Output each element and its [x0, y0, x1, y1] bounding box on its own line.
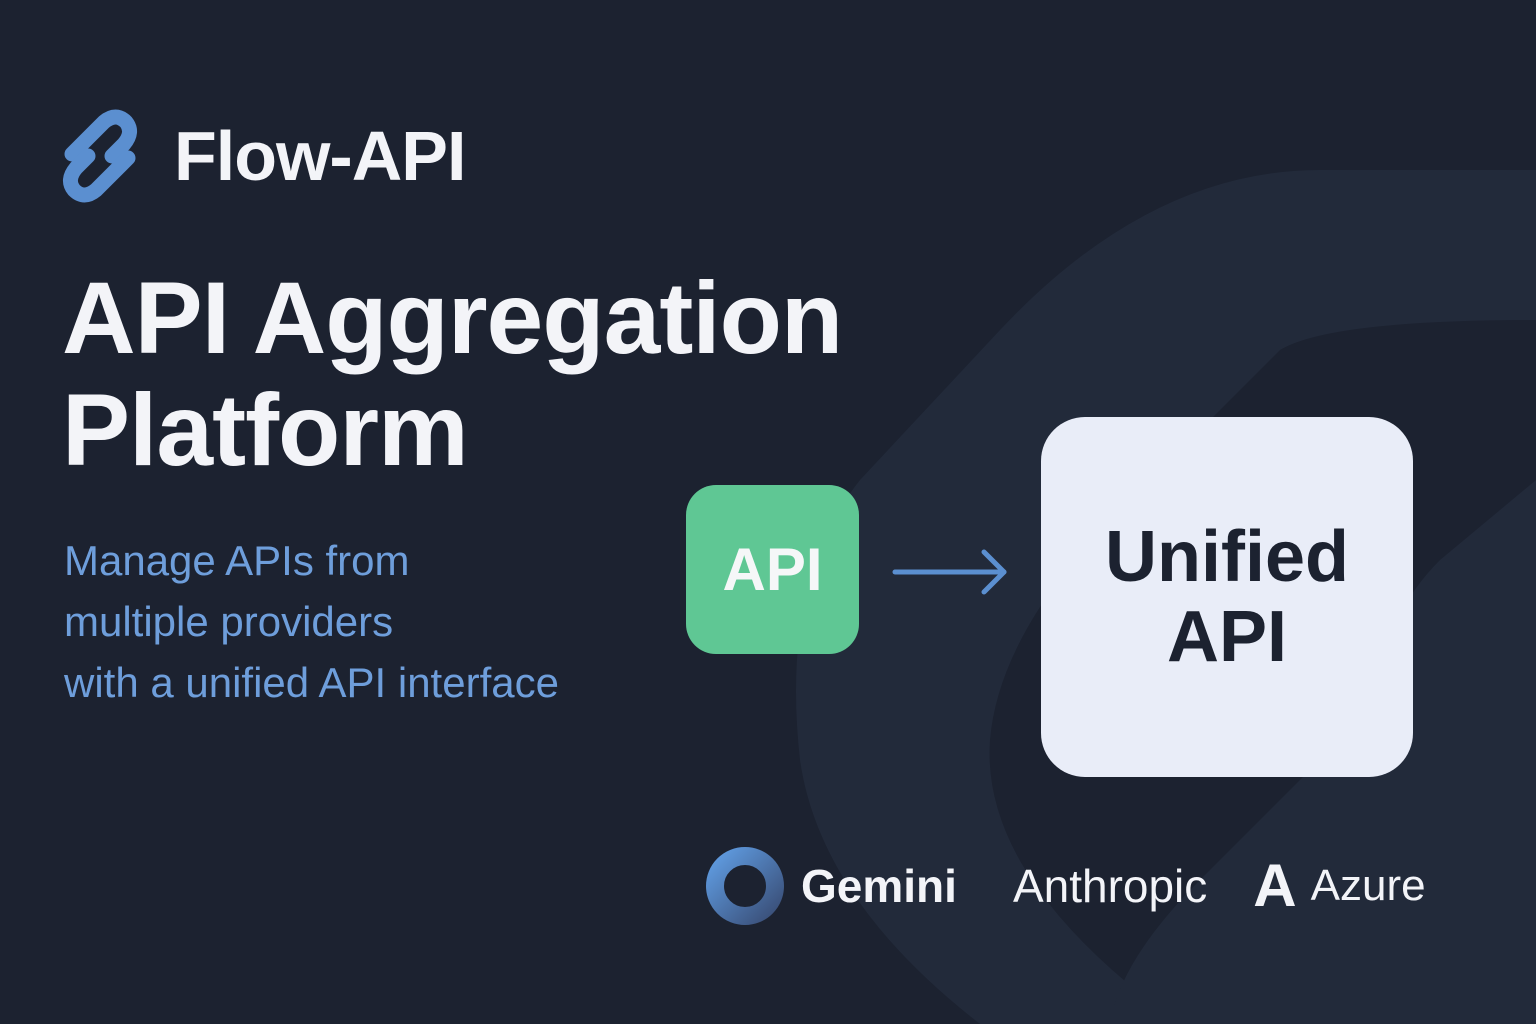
- unified-label-line-1: Unified: [1105, 517, 1349, 597]
- brand-name: Flow-API: [174, 117, 466, 195]
- subtitle-line-3: with a unified API interface: [64, 659, 559, 706]
- chain-link-icon: [63, 109, 137, 203]
- provider-name: Anthropic: [1012, 860, 1208, 912]
- subtitle-line-1: Manage APIs from: [64, 537, 410, 584]
- provider-azure: A Azure: [1207, 856, 1425, 916]
- provider-gemini: Gemini: [705, 846, 957, 926]
- title-line-1: API Aggregation: [62, 261, 843, 375]
- page-title: API Aggregation Platform: [62, 261, 843, 487]
- arrow-right-icon: [892, 549, 1007, 595]
- api-source-box: API: [686, 485, 859, 654]
- unified-api-box: Unified API: [1041, 417, 1413, 777]
- azure-a-icon: A: [1253, 852, 1297, 919]
- provider-anthropic: Anthropic: [957, 859, 1207, 913]
- subtitle: Manage APIs from multiple providers with…: [64, 530, 559, 713]
- unified-label-line-2: API: [1166, 597, 1288, 677]
- provider-name: Gemini: [801, 860, 957, 912]
- api-source-label: API: [722, 536, 823, 603]
- title-line-2: Platform: [62, 373, 469, 487]
- brand: Flow-API: [60, 104, 466, 208]
- provider-name: Azure: [1310, 861, 1426, 910]
- gemini-ring-icon: [706, 847, 784, 925]
- provider-list: Gemini Anthropic A Azure: [705, 846, 1426, 926]
- subtitle-line-2: multiple providers: [64, 598, 394, 645]
